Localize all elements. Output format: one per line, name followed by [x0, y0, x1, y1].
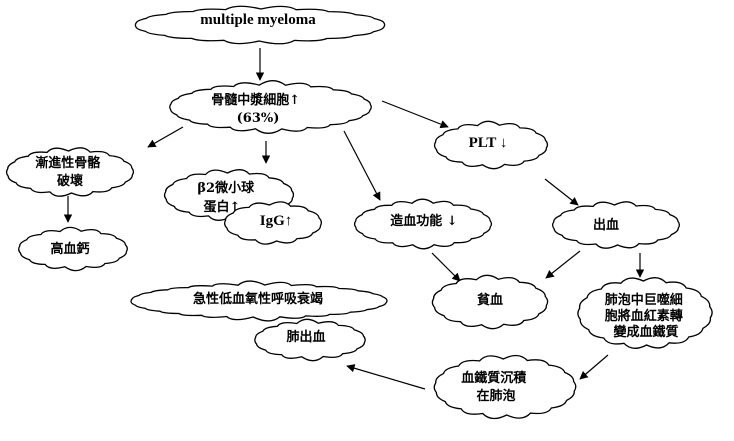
node-igg-text: IgG↑ [260, 213, 293, 229]
arrow-plt-to-bleeding [544, 178, 579, 206]
node-pulmonary-hemorrhage-text: 肺出血 [286, 329, 325, 345]
node-bone-marrow-plasma-text: 骨髓中漿細胞↑ (63%) [211, 92, 304, 126]
cloud-hemosiderin-deposition [433, 354, 577, 420]
arrow-hematopoiesis-to-anemia [431, 252, 461, 282]
node-hemosiderin-deposition-text: 血鐵質沉積 在肺泡 [461, 370, 531, 404]
cloud-plt [433, 120, 549, 170]
node-alveolar-macrophage-text: 肺泡中巨噬細 胞將血紅素轉 變成血鐵質 [604, 292, 688, 340]
cloud-alveolar-macrophage [577, 277, 713, 349]
node-progressive-bone-text: 漸進性骨骼 破壞 [35, 155, 105, 189]
arrow-bleeding-to-anemia [545, 250, 581, 279]
arrow-plasma-to-plt [381, 100, 449, 129]
arrow-plasma-to-bone [147, 126, 184, 148]
cloud-ards [130, 280, 388, 322]
node-multiple-myeloma-text: multiple myeloma [200, 12, 316, 28]
node-bleeding-text: 出血 [593, 217, 619, 233]
arrow-macrophage-to-hemosiderin [579, 354, 609, 380]
node-hypercalcemia-text: 高血鈣 [50, 241, 89, 257]
node-plt-text: PLT ↓ [469, 135, 508, 151]
labels: multiple myeloma 骨髓中漿細胞↑ (63%) PLT ↓ 漸進性… [35, 12, 688, 404]
arrow-hemosiderin-to-hemorrhage [346, 364, 426, 390]
cloud-pulmonary-hemorrhage [254, 318, 366, 362]
cloud-anemia [431, 274, 549, 330]
cloud-bleeding [551, 201, 681, 249]
cloud-hematopoiesis [353, 198, 493, 250]
arrows [63, 48, 645, 390]
node-hematopoiesis-text: 造血功能 ↓ [390, 213, 457, 229]
cloud-igg [223, 201, 323, 245]
clouds [5, 5, 713, 420]
node-b2-microglobulin-text: β2微小球 蛋白↑ [197, 180, 258, 215]
arrow-plasma-to-hematopoiesis [343, 130, 381, 201]
node-anemia-text: 貧血 [477, 292, 503, 308]
cloud-multiple-myeloma [134, 5, 386, 45]
node-ards-text: 急性低血氧性呼吸衰竭 [193, 291, 323, 307]
cloud-progressive-bone [5, 147, 135, 197]
cloud-hypercalcemia [18, 226, 128, 272]
cloud-bone-marrow-plasma [169, 80, 372, 134]
